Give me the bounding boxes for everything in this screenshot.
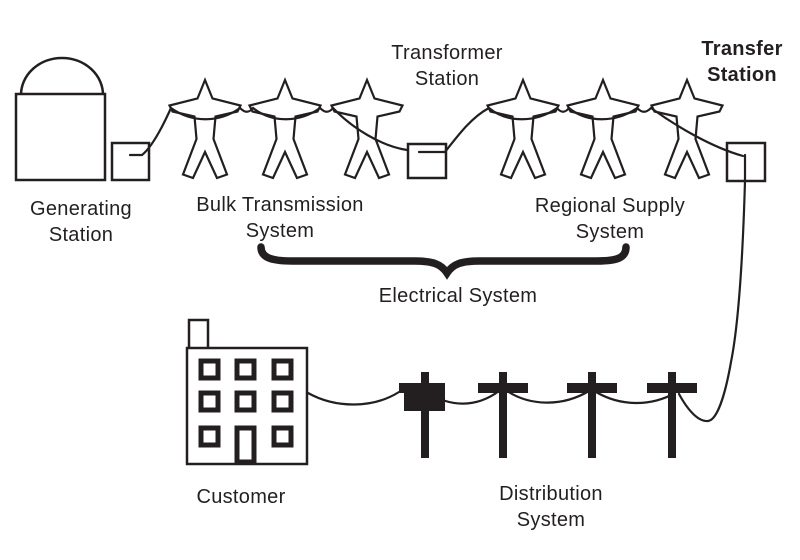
bulk-transmission-towers	[168, 78, 404, 180]
utility-pole-icon	[399, 372, 445, 458]
label-line: Station	[48, 224, 114, 246]
utility-pole-icon	[647, 372, 697, 458]
transfer-station-label: Transfer Station	[662, 36, 800, 88]
label-line: System	[516, 509, 586, 531]
transmission-tower-icon	[168, 78, 242, 180]
label-line: Bulk Transmission	[196, 194, 364, 216]
regional-supply-label: Regional Supply System	[510, 193, 710, 245]
label-line: Station	[414, 68, 480, 90]
utility-pole-icon	[478, 372, 528, 458]
distribution-poles	[399, 372, 697, 458]
transformer-station-icon	[406, 142, 448, 180]
building-door	[234, 425, 257, 465]
electrical-system-label: Electrical System	[338, 283, 578, 309]
label-line: Distribution	[499, 483, 603, 505]
label-line: System	[575, 221, 645, 243]
customer-label: Customer	[141, 484, 341, 510]
label-line: Transfer	[701, 38, 783, 60]
pole-transformer-icon	[404, 389, 423, 411]
label-line: Transformer	[391, 42, 503, 64]
customer-building-icon	[185, 318, 309, 466]
transmission-tower-icon	[650, 78, 724, 180]
generating-station-icon	[14, 56, 107, 182]
regional-supply-towers	[486, 78, 724, 180]
label-line: Electrical System	[378, 285, 538, 307]
label-line: System	[245, 220, 315, 242]
label-line: Station	[707, 64, 777, 86]
transmission-tower-icon	[486, 78, 560, 180]
transmission-tower-icon	[330, 78, 404, 180]
building-windows	[198, 358, 294, 465]
transformer-station-label: Transformer Station	[347, 40, 547, 92]
brace-icon	[257, 243, 630, 280]
power-line	[128, 106, 747, 423]
generating-station-label: Generating Station	[1, 196, 161, 248]
label-line: Generating	[30, 198, 132, 220]
distribution-system-label: Distribution System	[451, 481, 651, 533]
label-line: Regional Supply	[534, 195, 686, 217]
label-line: Customer	[196, 486, 286, 508]
bulk-transmission-label: Bulk Transmission System	[180, 192, 380, 244]
substation-icon	[110, 141, 151, 182]
transmission-tower-icon	[248, 78, 322, 180]
transmission-tower-icon	[566, 78, 640, 180]
utility-pole-icon	[567, 372, 617, 458]
